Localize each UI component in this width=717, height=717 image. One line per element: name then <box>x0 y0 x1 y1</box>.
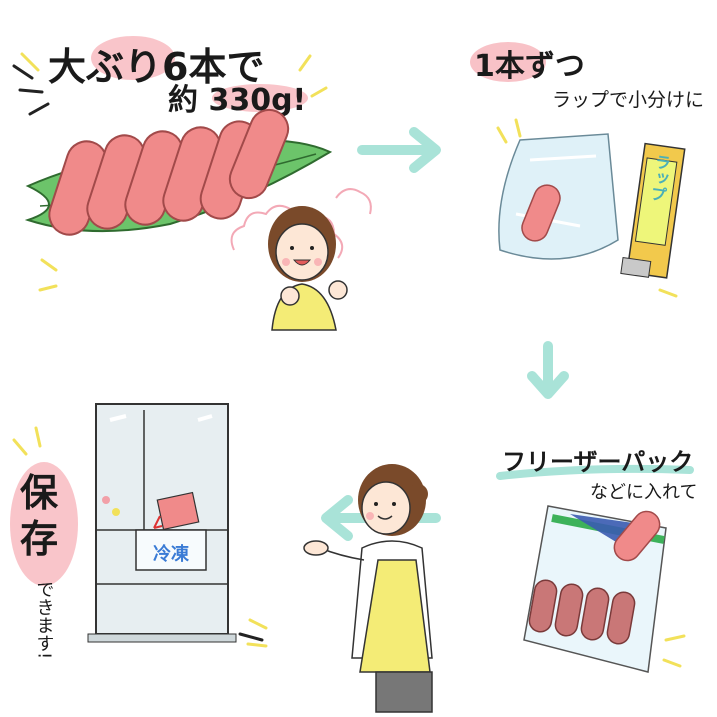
mentaiko-piece <box>606 591 636 645</box>
wrap-box-label-bg <box>634 157 678 246</box>
mentaiko-group <box>48 108 290 236</box>
magnet <box>112 508 120 516</box>
panel1-title-line1: 大ぶり6本で <box>48 45 264 89</box>
mentaiko-piece <box>228 108 290 200</box>
burst-lines <box>238 632 264 642</box>
burst-lines-yellow <box>496 118 678 298</box>
title-underline <box>496 464 694 480</box>
bag-in-freezer <box>156 491 200 531</box>
apron <box>271 283 337 331</box>
eye <box>290 246 294 250</box>
panel-2: 1本ずつ ラップで小分けに ラップ <box>470 42 704 298</box>
burst-lines-yellow <box>12 426 268 648</box>
joy-cloud <box>335 188 372 215</box>
face <box>275 223 329 281</box>
freezer-label: 冷凍 <box>153 543 190 565</box>
cheek <box>314 258 322 266</box>
freezer-drawer <box>135 529 207 571</box>
wrap-box-end <box>620 257 652 278</box>
panel4-side-big-1: 保 <box>20 471 59 515</box>
hand <box>280 286 300 306</box>
panel1-title-line2: 約 330g! <box>168 83 306 118</box>
arrow-right-icon <box>357 127 441 173</box>
eye <box>310 246 314 250</box>
mentaiko-piece <box>580 587 610 641</box>
hair-bun <box>408 484 428 504</box>
side-highlight <box>10 462 78 586</box>
face <box>361 481 411 535</box>
eye <box>374 502 378 506</box>
burst-lines-yellow <box>662 634 686 668</box>
eye <box>392 502 396 506</box>
mentaiko-piece <box>613 510 661 562</box>
hand <box>303 540 329 556</box>
panel-3: フリーザーパック などに入れて <box>496 448 697 673</box>
woman-happy <box>268 206 348 331</box>
hand <box>328 280 348 300</box>
panel2-title-line2: ラップで小分けに <box>552 89 704 111</box>
cheek <box>282 258 290 266</box>
mentaiko-piece <box>528 579 558 633</box>
wrapped-pieces <box>528 579 636 645</box>
fridge-base <box>87 633 237 643</box>
panel-1: 大ぶり6本で 約 330g! <box>12 36 372 331</box>
panel2-title-line1: 1本ずつ <box>474 49 585 84</box>
insert-arrow-icon <box>153 515 163 529</box>
magnet <box>102 496 110 504</box>
mouth <box>292 259 312 266</box>
panel4-side-big-2: 存 <box>20 517 58 561</box>
mentaiko-piece <box>554 583 584 637</box>
fridge-shine <box>109 414 213 422</box>
panel-4: 保 存 できます! 保存 冷凍 <box>10 403 268 659</box>
cheek <box>366 512 374 520</box>
burst-lines-yellow <box>20 52 328 292</box>
skirt <box>375 671 433 713</box>
mouth <box>377 515 393 520</box>
panel3-title-line2: などに入れて <box>590 482 697 503</box>
wrap-box: ラップ <box>620 142 686 279</box>
title-highlight <box>91 36 175 80</box>
panel4-side-small: できます! <box>34 580 55 659</box>
title-highlight <box>212 84 308 112</box>
mentaiko-piece <box>521 184 561 242</box>
woman-pointing <box>303 464 433 713</box>
arrow-down-icon <box>527 341 569 399</box>
title-highlight <box>470 42 546 82</box>
burst-lines <box>12 64 50 116</box>
panel3-title-line1: フリーザーパック <box>502 448 693 476</box>
